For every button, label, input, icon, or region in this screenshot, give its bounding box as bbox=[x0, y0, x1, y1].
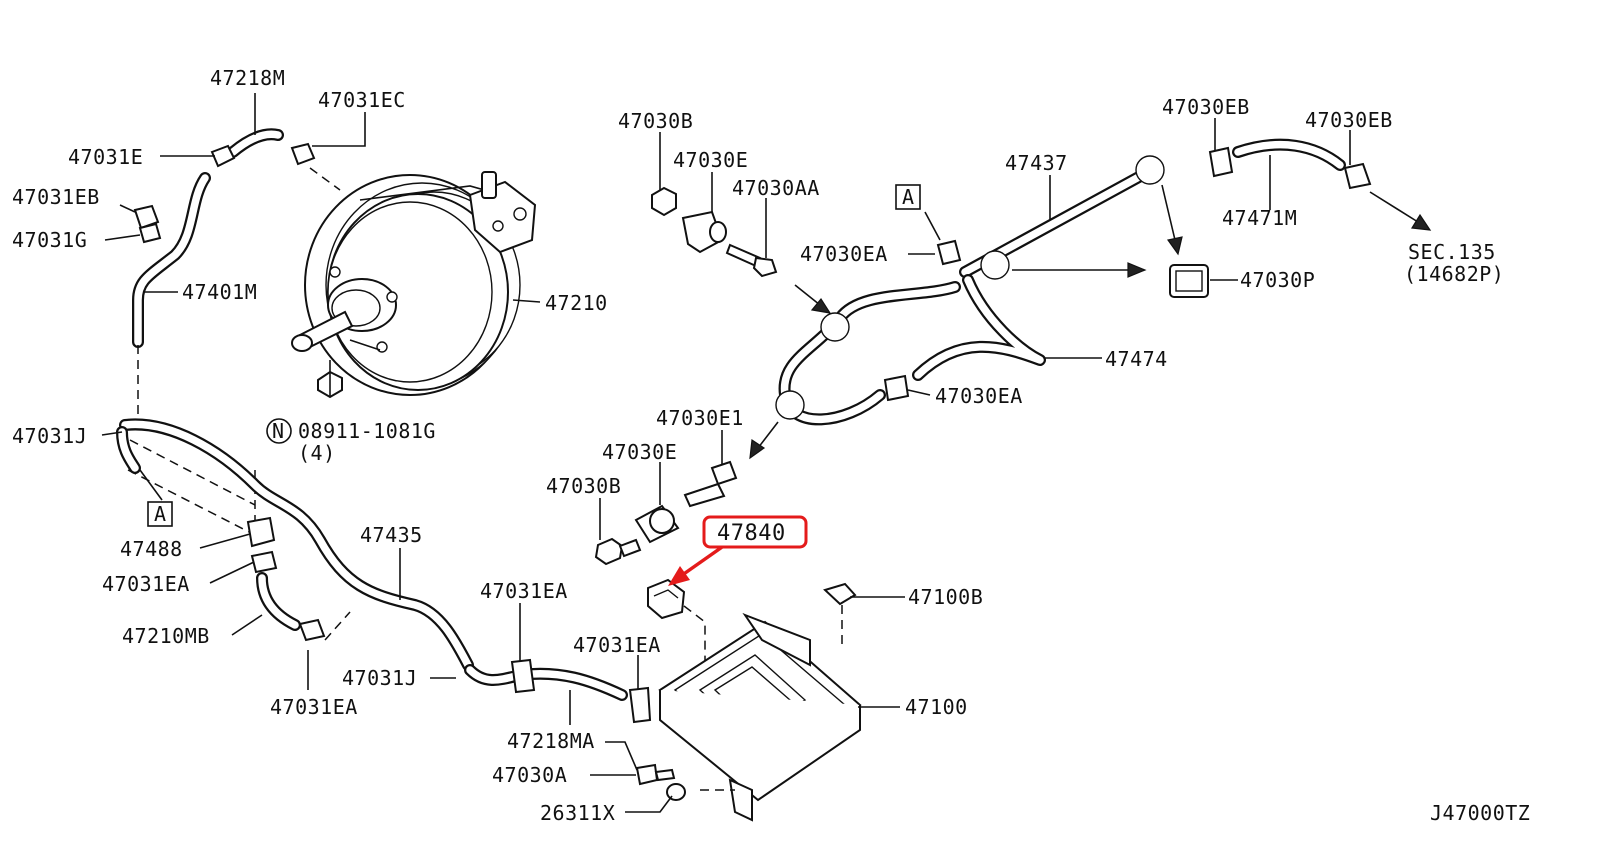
label-47030AA[interactable]: 47030AA bbox=[732, 176, 820, 200]
label-47031EA-c[interactable]: 47031EA bbox=[573, 633, 661, 657]
brake-booster bbox=[291, 171, 537, 399]
part-47840-sensor bbox=[647, 578, 706, 690]
label-47030B-mid[interactable]: 47030B bbox=[546, 474, 621, 498]
label-47471M[interactable]: 47471M bbox=[1222, 206, 1297, 230]
highlight-box-47840 bbox=[702, 515, 808, 549]
label-47031J-bot[interactable]: 47031J bbox=[342, 666, 417, 690]
label-47030E-top[interactable]: 47030E bbox=[673, 148, 748, 172]
canister-47100 bbox=[635, 582, 862, 822]
label-47031E[interactable]: 47031E bbox=[68, 145, 143, 169]
label-47030EB-b[interactable]: 47030EB bbox=[1305, 108, 1393, 132]
label-47210MB[interactable]: 47210MB bbox=[122, 624, 210, 648]
ref-A-left: A bbox=[154, 502, 167, 526]
label-47031EC[interactable]: 47031EC bbox=[318, 88, 406, 112]
label-47030EB-a[interactable]: 47030EB bbox=[1162, 95, 1250, 119]
label-47437[interactable]: 47437 bbox=[1005, 151, 1068, 175]
label-47030B-top[interactable]: 47030B bbox=[618, 109, 693, 133]
label-47031EB[interactable]: 47031EB bbox=[12, 185, 100, 209]
labels: 47218M 47031EC 47031E 47031EB 47031G 474… bbox=[12, 66, 1530, 825]
label-47030E-mid[interactable]: 47030E bbox=[602, 440, 677, 464]
label-47435[interactable]: 47435 bbox=[360, 523, 423, 547]
label-47474[interactable]: 47474 bbox=[1105, 347, 1168, 371]
right-hose-group bbox=[749, 138, 1432, 460]
n-symbol-letter: N bbox=[272, 419, 285, 443]
label-sec-sub: (14682P) bbox=[1404, 262, 1504, 286]
ref-A-right: A bbox=[902, 185, 915, 209]
label-47031G[interactable]: 47031G bbox=[12, 228, 87, 252]
label-47218MA[interactable]: 47218MA bbox=[507, 729, 595, 753]
label-47840[interactable]: 47840 bbox=[717, 521, 786, 546]
label-08911-qty: (4) bbox=[298, 441, 336, 465]
ref-box-right bbox=[895, 184, 921, 210]
label-47488[interactable]: 47488 bbox=[120, 537, 183, 561]
highlight-arrow bbox=[668, 543, 727, 586]
label-47210[interactable]: 47210 bbox=[545, 291, 608, 315]
label-47100B[interactable]: 47100B bbox=[908, 585, 983, 609]
label-47030E1[interactable]: 47030E1 bbox=[656, 406, 744, 430]
label-47030EA-a[interactable]: 47030EA bbox=[800, 242, 888, 266]
label-47218M[interactable]: 47218M bbox=[210, 66, 285, 90]
label-47401M[interactable]: 47401M bbox=[182, 280, 257, 304]
valve-components-mid bbox=[594, 460, 738, 566]
label-47031J-top[interactable]: 47031J bbox=[12, 424, 87, 448]
leader-lines bbox=[101, 93, 1351, 813]
label-47100[interactable]: 47100 bbox=[905, 695, 968, 719]
left-hose-group bbox=[116, 128, 652, 724]
label-47031EA-d[interactable]: 47031EA bbox=[270, 695, 358, 719]
label-08911-1081G[interactable]: 08911-1081G bbox=[298, 419, 436, 443]
label-47030P[interactable]: 47030P bbox=[1240, 268, 1315, 292]
label-47031EA-a[interactable]: 47031EA bbox=[102, 572, 190, 596]
label-sec-135[interactable]: SEC.135 bbox=[1408, 240, 1496, 264]
n-symbol bbox=[266, 418, 292, 444]
label-26311X[interactable]: 26311X bbox=[540, 801, 615, 825]
ref-box-left bbox=[147, 501, 173, 527]
label-47030A[interactable]: 47030A bbox=[492, 763, 567, 787]
label-47030EA-b[interactable]: 47030EA bbox=[935, 384, 1023, 408]
valve-components-top bbox=[651, 186, 778, 278]
label-47031EA-b[interactable]: 47031EA bbox=[480, 579, 568, 603]
diagram-code: J47000TZ bbox=[1430, 801, 1530, 825]
